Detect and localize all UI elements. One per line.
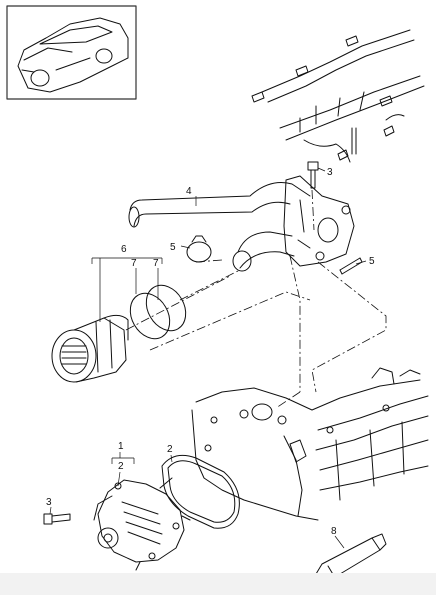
callout-5-clamp: 5 bbox=[170, 242, 176, 253]
callout-1: 1 bbox=[118, 441, 124, 452]
callout-4: 4 bbox=[186, 186, 192, 197]
callout-labels: 4 3 5 5 6 7 7 1 2 2 3 8 bbox=[46, 167, 375, 537]
callout-2-gasket: 2 bbox=[167, 444, 173, 455]
callout-5-pin: 5 bbox=[369, 256, 375, 267]
vehicle-thumbnail-icon bbox=[6, 5, 137, 100]
dowel-pin bbox=[339, 257, 363, 275]
fuel-rail bbox=[251, 29, 425, 163]
bolt-lower bbox=[43, 513, 71, 525]
assembly-lines bbox=[125, 189, 387, 409]
callout-3-lower: 3 bbox=[46, 497, 52, 508]
callout-8: 8 bbox=[331, 526, 337, 537]
callout-6: 6 bbox=[121, 244, 127, 255]
pump-gasket bbox=[161, 454, 240, 529]
callout-3-upper: 3 bbox=[327, 167, 333, 178]
callout-7-a: 7 bbox=[131, 258, 137, 269]
callout-2-assembly: 2 bbox=[118, 461, 124, 472]
hose-clamp bbox=[186, 235, 212, 263]
footer-bar bbox=[0, 573, 436, 595]
water-pump bbox=[93, 477, 191, 571]
thermostat bbox=[51, 314, 129, 383]
leader-lines bbox=[49, 167, 367, 549]
coolant-pipe bbox=[128, 175, 355, 272]
engine-block bbox=[191, 367, 429, 521]
callout-7-b: 7 bbox=[153, 258, 159, 269]
